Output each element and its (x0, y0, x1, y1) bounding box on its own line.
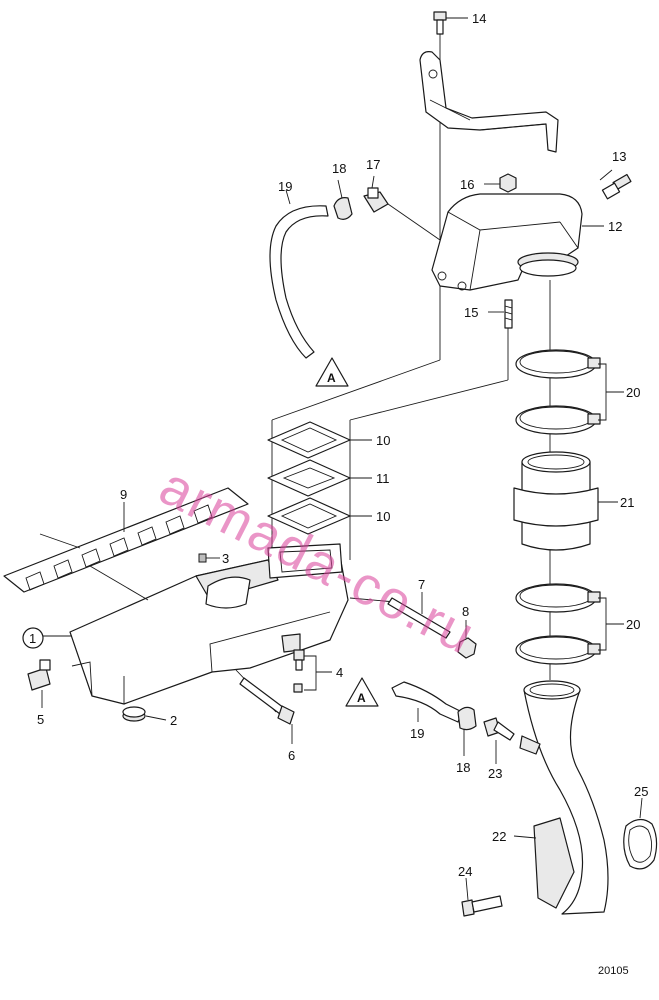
fitting-17 (363, 187, 389, 213)
callout-8: 8 (462, 604, 469, 619)
callout-24: 24 (458, 864, 472, 879)
bolt-6 (239, 677, 295, 725)
bolt-14 (433, 11, 447, 35)
gasket-25 (623, 818, 658, 870)
clamp-18-bottom (457, 706, 477, 731)
sensor-13 (601, 173, 632, 200)
callout-10-upper: 10 (376, 433, 390, 448)
reference-triangle-bottom: A (345, 677, 379, 707)
hose-clamp-20-upper-b (515, 405, 601, 435)
gasket-10-upper (267, 421, 351, 459)
callout-23: 23 (488, 766, 502, 781)
nut-8 (457, 637, 477, 659)
nut-16 (499, 173, 517, 193)
callout-9: 9 (120, 487, 127, 502)
callout-14: 14 (472, 11, 486, 26)
callout-1: 1 (29, 631, 36, 646)
callout-10-lower: 10 (376, 509, 390, 524)
callout-19-top: 19 (278, 179, 292, 194)
hose-19-top (269, 205, 329, 359)
callout-6: 6 (288, 748, 295, 763)
callout-16: 16 (460, 177, 474, 192)
callout-22: 22 (492, 829, 506, 844)
callout-12: 12 (608, 219, 622, 234)
callout-18-bottom: 18 (456, 760, 470, 775)
stud-15 (504, 299, 513, 329)
hose-clamp-20-lower-b (515, 635, 601, 665)
callout-circle-1 (22, 627, 44, 649)
fitting-4 (293, 649, 305, 693)
reference-triangle-top: A (315, 357, 349, 387)
exhaust-manifold-1 (69, 543, 349, 705)
callout-11: 11 (376, 471, 390, 486)
reference-label-bottom: A (357, 691, 366, 705)
document-number: 20105 (598, 965, 629, 977)
callout-13: 13 (612, 149, 626, 164)
callout-20-upper: 20 (626, 385, 640, 400)
callout-3: 3 (222, 551, 229, 566)
stud-7 (387, 597, 451, 639)
callout-25: 25 (634, 784, 648, 799)
hose-clamp-20-lower-a (515, 583, 601, 613)
mounting-bracket (419, 51, 559, 153)
callout-18-top: 18 (332, 161, 346, 176)
callout-20-lower: 20 (626, 617, 640, 632)
hose-19-bottom (391, 681, 463, 723)
callout-2: 2 (170, 713, 177, 728)
callout-19-bottom: 19 (410, 726, 424, 741)
bolt-24 (461, 895, 503, 917)
hose-clamp-20-upper-a (515, 349, 601, 379)
callout-21: 21 (620, 495, 634, 510)
reference-label-top: A (327, 371, 336, 385)
callout-15: 15 (464, 305, 478, 320)
callout-4: 4 (336, 665, 343, 680)
elbow-fitting-5 (27, 659, 51, 691)
callout-17: 17 (366, 157, 380, 172)
exhaust-pipe-22 (519, 680, 609, 915)
callout-7: 7 (418, 577, 425, 592)
plug-2 (122, 706, 146, 722)
leader-lines (39, 17, 643, 901)
manifold-gasket-9 (3, 487, 249, 593)
fitting-23 (483, 717, 515, 741)
exhaust-elbow-12 (431, 193, 583, 291)
nipple-3 (198, 553, 207, 563)
callout-labels: 1 2 3 4 5 6 7 8 9 10 11 10 12 13 14 15 1… (22, 11, 648, 879)
spacer-plate-11 (267, 459, 351, 497)
clamp-18-top (333, 197, 353, 220)
rubber-hose-21 (513, 451, 599, 551)
callout-5: 5 (37, 712, 44, 727)
